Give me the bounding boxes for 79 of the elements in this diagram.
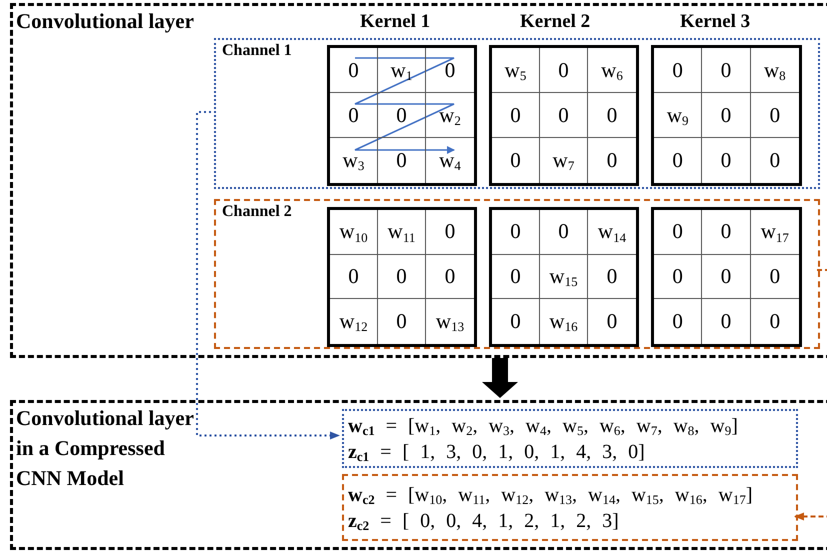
weight-value: 0 [606, 311, 618, 332]
weight-value: 0 [672, 150, 683, 171]
weight-value: w$_{5}$ [504, 60, 526, 80]
weight-value: w$_{4}$ [439, 150, 461, 171]
weight-value: 0 [396, 104, 407, 126]
weight-value: 0 [510, 104, 521, 126]
weight-value: w$_{3}$ [342, 150, 364, 171]
weight-value: w$_{7}$ [552, 150, 574, 171]
weight-value: 0 [672, 221, 683, 242]
weight-value: w$_{15}$ [549, 266, 578, 287]
weight-value: 0 [720, 221, 732, 242]
weight-value: 0 [348, 104, 359, 126]
panel-title: Convolutional layer in a Compressed CNN Model [16, 405, 195, 492]
kernel-grid [327, 45, 477, 186]
kernel-grid [489, 45, 639, 186]
weight-value: 0 [444, 266, 456, 287]
equation: w$_{c2}$ = [w$_{10}$, w$_{11}$, w$_{12}$, w$_{13}$, w$_{14}$, w$_{15}$, w$_{16}$, w$_{17}$] [348, 482, 754, 508]
connector-arrow [794, 269, 827, 520]
kernel-grid [651, 45, 802, 186]
layer-panel [10, 400, 827, 550]
weight-value: 0 [770, 311, 780, 332]
weight-value: w$_{9}$ [666, 104, 688, 126]
weight-value: 0 [770, 150, 780, 171]
weight-value: 0 [672, 266, 683, 287]
weight-value: w$_{2}$ [439, 104, 461, 126]
channel-label: Channel 2 [222, 202, 292, 222]
kernel-heading: Kernel 2 [520, 10, 590, 34]
weight-value: 0 [510, 311, 521, 332]
equation: w$_{c1}$ = [w$_{1}$, w$_{2}$, w$_{3}$, w$_{4}$, w$_{5}$, w$_{6}$, w$_{7}$, w$_{8}$, w$_{9}$] [348, 414, 739, 438]
weight-value: 0 [720, 150, 732, 171]
weight-value: 0 [348, 60, 359, 80]
weight-value: 0 [444, 221, 456, 242]
weight-value: 0 [770, 104, 780, 126]
weight-value: w$_{11}$ [388, 221, 416, 242]
channel-label: Channel 1 [222, 41, 292, 61]
weight-value: w$_{10}$ [339, 221, 368, 242]
weight-value: 0 [672, 60, 683, 80]
weight-value: 0 [720, 311, 732, 332]
weight-value: 0 [720, 266, 732, 287]
weight-value: 0 [396, 311, 407, 332]
weight-value: 0 [606, 104, 618, 126]
weight-value: 0 [444, 60, 456, 80]
connector-arrow [196, 111, 340, 440]
weight-value: 0 [396, 266, 407, 287]
weight-value: w$_{17}$ [760, 221, 789, 242]
weight-value: 0 [558, 60, 569, 80]
equation-box [342, 409, 798, 468]
equation: z$_{c1}$ = [ 1, 3, 0, 1, 0, 1, 4, 3, 0] [348, 440, 646, 464]
weight-value: 0 [720, 60, 732, 80]
weight-value: 0 [510, 150, 521, 171]
weight-value: 0 [720, 104, 732, 126]
weight-value: 0 [348, 266, 359, 287]
kernel-heading: Kernel 1 [360, 10, 430, 34]
weight-value: 0 [606, 150, 618, 171]
weight-value: w$_{13}$ [436, 311, 464, 332]
channel-box [214, 199, 820, 349]
panel-title: Convolutional layer [16, 8, 195, 35]
weight-value: 0 [558, 104, 569, 126]
weight-value: w$_{6}$ [601, 60, 623, 80]
layer-panel [10, 3, 827, 358]
block-arrow [482, 358, 518, 398]
weight-value: 0 [770, 266, 780, 287]
weight-value: w$_{8}$ [764, 60, 786, 80]
kernel-grid [651, 207, 802, 347]
kernel-heading: Kernel 3 [680, 10, 750, 34]
weight-value: 0 [396, 150, 407, 171]
weight-value: 0 [672, 311, 683, 332]
weight-value: 0 [510, 221, 521, 242]
equation-box [342, 474, 798, 541]
weight-value: w$_{12}$ [339, 311, 368, 332]
kernel-grid [489, 207, 639, 347]
weight-value: 0 [558, 221, 569, 242]
equation: z$_{c2}$ = [ 0, 0, 4, 1, 2, 1, 2, 3] [348, 508, 620, 534]
weight-value: 0 [606, 266, 618, 287]
weight-value: 0 [510, 266, 521, 287]
channel-box [214, 38, 820, 189]
kernel-grid [327, 207, 477, 347]
weight-value: w$_{16}$ [549, 311, 578, 332]
weight-value: w$_{14}$ [598, 221, 626, 242]
